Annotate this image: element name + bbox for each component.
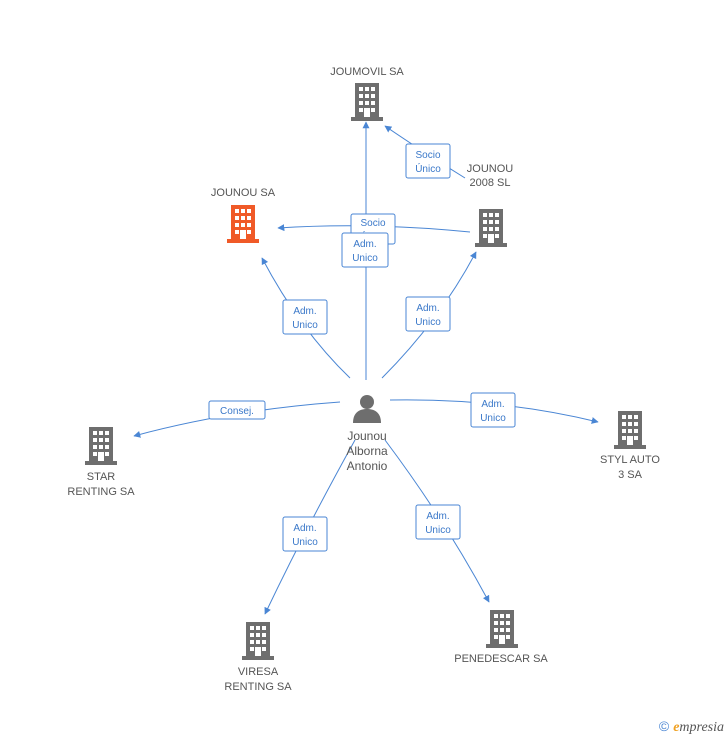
person-icon: [353, 395, 381, 423]
node-styl[interactable]: STYL AUTO 3 SA: [600, 411, 660, 481]
edge-label-person-to-jounou2008[interactable]: Adm. Unico: [405, 296, 451, 332]
edge-label-text: Unico: [352, 253, 378, 264]
node-label-viresa: RENTING SA: [224, 681, 292, 693]
edge-label-text: Adm.: [481, 399, 504, 410]
edge-label-text: Único: [415, 162, 441, 175]
node-star[interactable]: STAR RENTING SA: [67, 427, 135, 498]
node-joumovil[interactable]: JOUMOVIL SA: [330, 66, 404, 121]
edge-label-text: Unico: [292, 320, 318, 331]
edge-label-person-to-jounousa[interactable]: Adm. Unico: [282, 299, 328, 335]
edge-label-text: Adm.: [293, 306, 316, 317]
edge-label-text: Adm.: [293, 523, 316, 534]
edge-label-text: Unico: [425, 525, 451, 536]
node-viresa[interactable]: VIRESA RENTING SA: [224, 622, 292, 693]
edge-label-text: Socio: [415, 150, 440, 161]
edge-label-text: Adm.: [426, 511, 449, 522]
node-label-styl: STYL AUTO: [600, 454, 660, 466]
edge-labels-layer: SocioÚnicoSocioÚnicoAdm.UnicoAdm.UnicoAd…: [208, 143, 516, 552]
edge-label-text: Unico: [415, 317, 441, 328]
node-label-jounou2008: 2008 SL: [470, 177, 511, 189]
brand-logo: empresia: [673, 720, 724, 735]
edge-label-person-to-viresa[interactable]: Adm. Unico: [282, 516, 328, 552]
node-jounou2008[interactable]: JOUNOU 2008 SL: [467, 163, 514, 247]
node-label-jounou2008: JOUNOU: [467, 163, 514, 175]
edge-label-text: Unico: [292, 537, 318, 548]
node-label-person: Alborna: [346, 444, 388, 458]
node-penedescar[interactable]: PENEDESCAR SA: [454, 610, 548, 665]
edge-label-text: Socio: [360, 218, 385, 229]
building-icon: [227, 205, 259, 243]
node-jounousa[interactable]: JOUNOU SA: [211, 187, 276, 243]
edge-label-person-to-styl[interactable]: Adm. Unico: [470, 392, 516, 428]
edge-label-text: Consej.: [220, 406, 254, 417]
node-label-star: RENTING SA: [67, 486, 135, 498]
edge-label-person-to-star[interactable]: Consej.: [208, 400, 266, 420]
edge-label-text: Adm.: [353, 239, 376, 250]
building-icon: [475, 209, 507, 247]
building-icon: [242, 622, 274, 660]
node-label-jounousa: JOUNOU SA: [211, 187, 276, 199]
node-label-joumovil: JOUMOVIL SA: [330, 66, 404, 78]
edges-layer: [133, 121, 599, 615]
node-label-star: STAR: [87, 471, 116, 483]
building-icon: [351, 83, 383, 121]
edge-label-text: Adm.: [416, 303, 439, 314]
edge-label-person-to-joumovil[interactable]: Adm. Unico: [341, 232, 389, 268]
node-label-person: Antonio: [347, 459, 388, 473]
edge-label-text: Unico: [480, 413, 506, 424]
edge-label-person-to-penedescar[interactable]: Adm. Unico: [415, 504, 461, 540]
node-label-penedescar: PENEDESCAR SA: [454, 653, 548, 665]
building-icon: [85, 427, 117, 465]
node-label-styl: 3 SA: [618, 469, 643, 481]
footer-brand[interactable]: ©empresia: [659, 718, 724, 736]
copyright-symbol: ©: [658, 718, 670, 734]
building-icon: [614, 411, 646, 449]
node-label-person: Jounou: [347, 429, 386, 443]
building-icon: [486, 610, 518, 648]
node-label-viresa: VIRESA: [238, 666, 279, 678]
